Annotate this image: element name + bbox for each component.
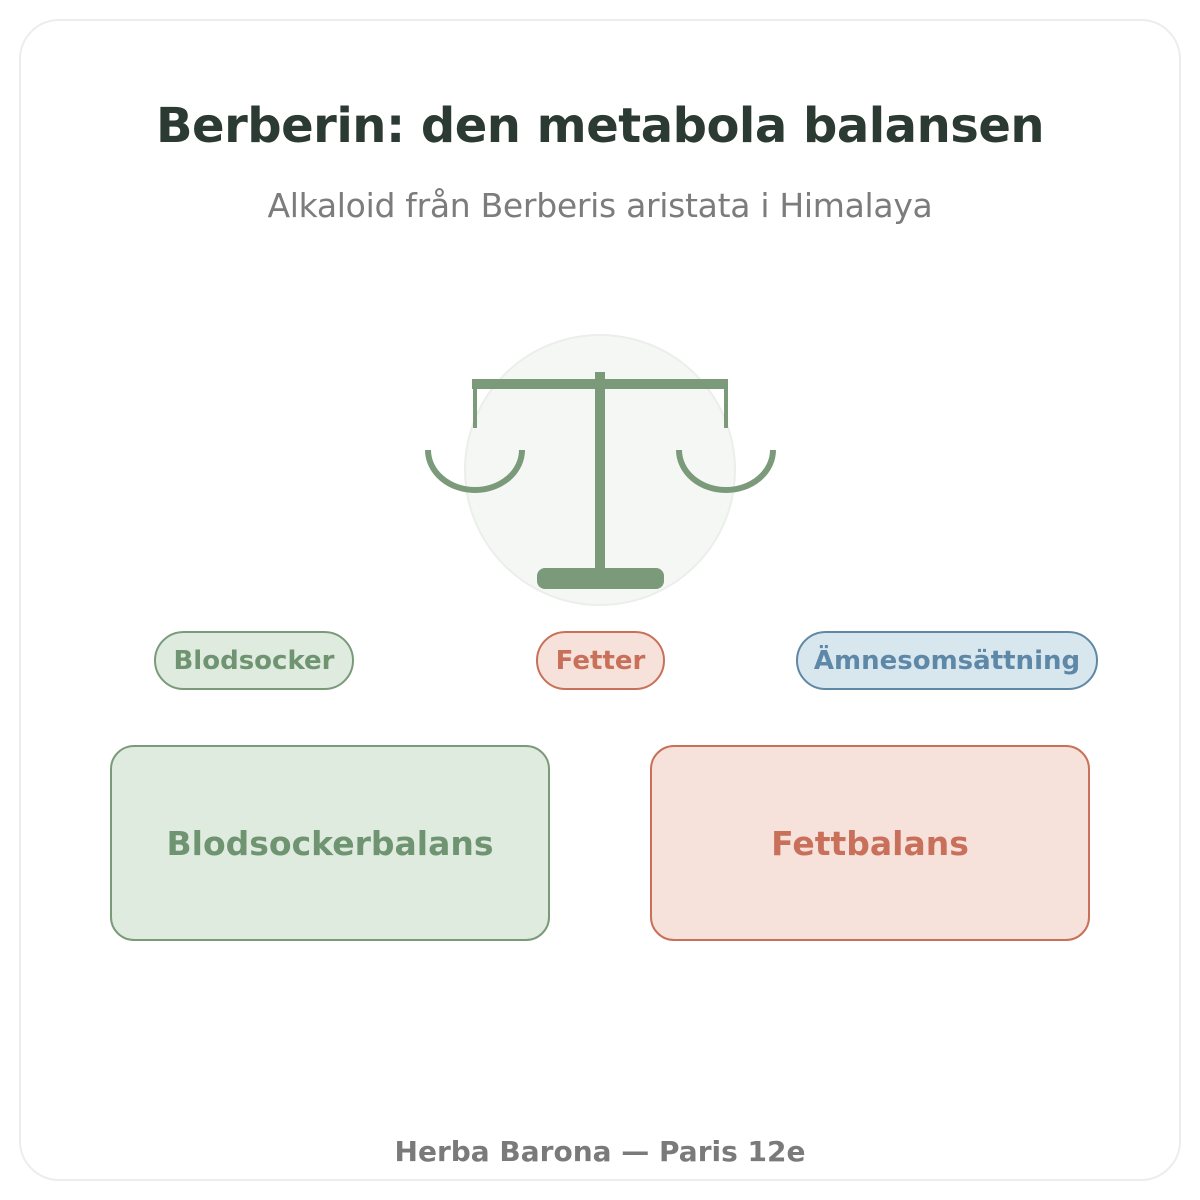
page-title: Berberin: den metabola balansen bbox=[155, 98, 1045, 154]
footer-credit: Herba Barona — Paris 12e bbox=[394, 1135, 806, 1168]
scale-column bbox=[595, 382, 605, 574]
tag-blodsocker: Blodsocker bbox=[154, 631, 354, 690]
box-blodsockerbalans: Blodsockerbalans bbox=[110, 745, 550, 941]
scale-base bbox=[537, 568, 664, 589]
balance-scale-icon bbox=[425, 334, 776, 606]
scale-beam-cap bbox=[595, 372, 605, 382]
scale-left-pan bbox=[425, 449, 525, 493]
box-fettbalans: Fettbalans bbox=[650, 745, 1090, 941]
tag-amnesomsattning: Ämnesomsättning bbox=[796, 631, 1098, 690]
tag-fetter: Fetter bbox=[536, 631, 665, 690]
page-subtitle: Alkaloid från Berberis aristata i Himala… bbox=[267, 186, 933, 225]
scale-right-pan bbox=[676, 449, 776, 493]
